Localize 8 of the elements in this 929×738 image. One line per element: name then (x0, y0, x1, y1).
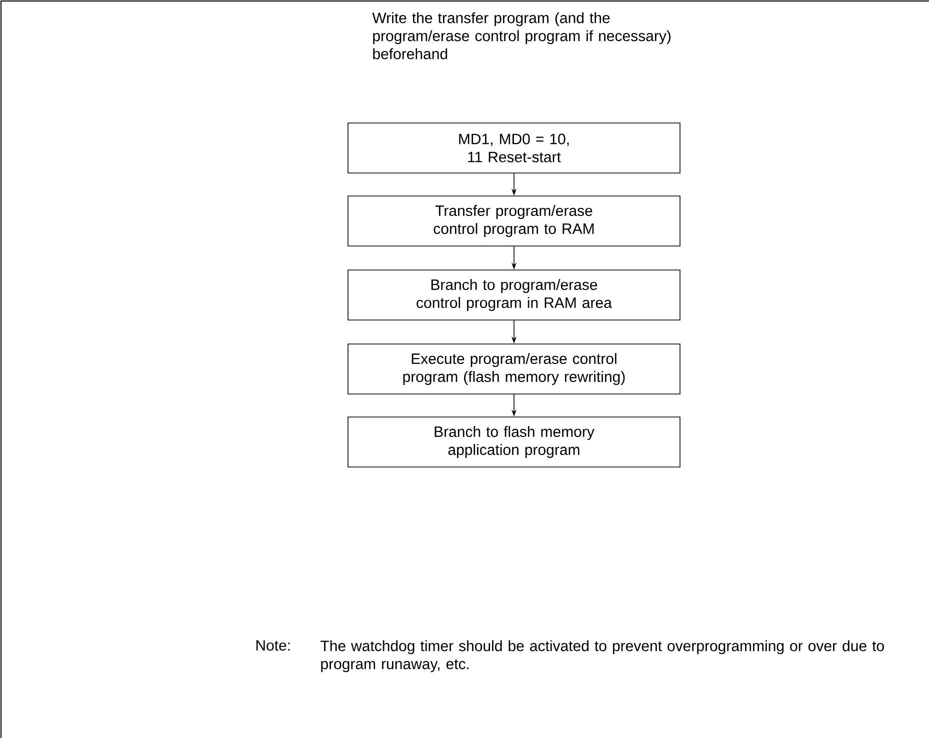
process-box: MD1, MD0 = 10, 11 Reset-start (348, 122, 680, 174)
note-label: Note: (256, 640, 290, 651)
heading-note: Write the transfer program (and the program/erase control program if necessary) beforehand (372, 12, 670, 60)
note-text: The watchdog timer should be activated to prevent overprogramming or over due to program runaway, etc. (320, 640, 884, 672)
process-box: Branch to program/erase control program in RAM area (348, 270, 680, 320)
process-box: Execute program/erase control program (flash memory rewriting) (348, 344, 680, 394)
process-box: Branch to flash memory application program (348, 416, 680, 468)
process-box: Transfer program/erase control program to RAM (348, 196, 680, 246)
